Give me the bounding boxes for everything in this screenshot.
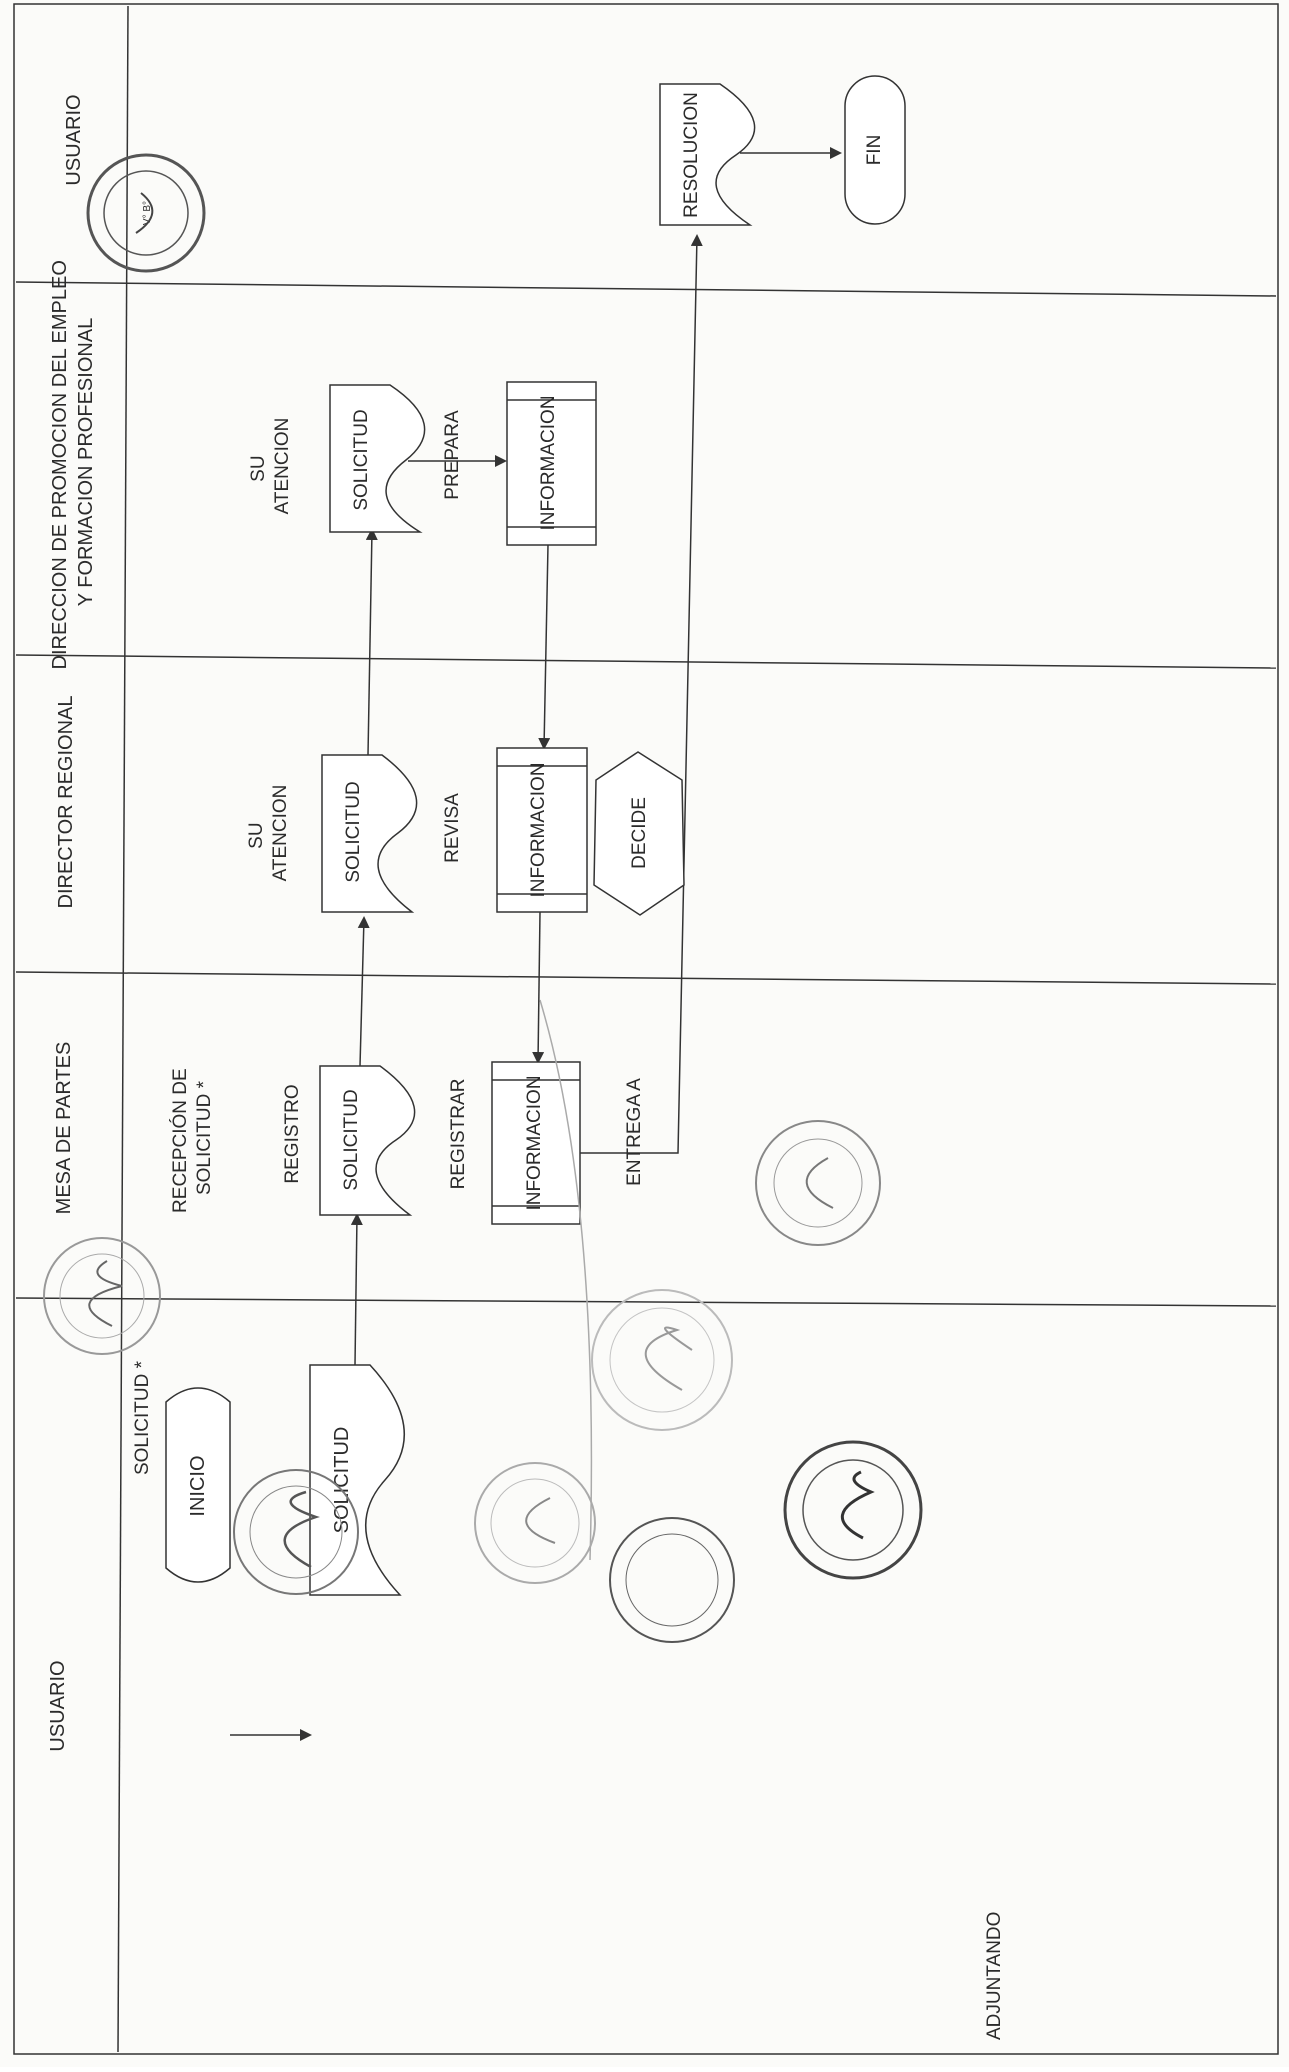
decide-hexagon: DECIDE: [593, 751, 685, 916]
stamps: V° B°: [43, 153, 923, 1643]
arrow-director-to-direccion: [365, 528, 378, 756]
decide-label: DECIDE: [629, 797, 650, 869]
fin-terminal: FIN: [844, 75, 906, 225]
swimlane-grid: [13, 3, 1279, 2055]
fin-label: FIN: [864, 135, 885, 166]
solicitud-director-label: SOLICITUD: [343, 781, 364, 882]
stamp-partial-bottom: [609, 1517, 735, 1643]
label-recepcion: RECEPCIÓN DE SOLICITUD *: [169, 1063, 215, 1213]
resolucion-document: RESOLUCION: [659, 83, 756, 226]
arrow-director-to-mesa-info: [532, 911, 545, 1064]
resolucion-label: RESOLUCION: [681, 92, 702, 218]
lane-divider-3: [15, 971, 1277, 985]
stamp-ministerio: [783, 1440, 923, 1580]
lane-divider-2: [15, 654, 1277, 669]
stamp-quinto: [233, 1469, 359, 1595]
stamp-hvca-small: [474, 1462, 596, 1584]
informacion-mesa-process: INFORMACION: [491, 1061, 581, 1225]
informacion-direccion-process: INFORMACION: [506, 381, 597, 546]
informacion-director-label: INFORMACION: [528, 762, 549, 897]
stamp-economico: [755, 1120, 881, 1246]
stamp-gerente-general: V° B°: [86, 153, 206, 273]
header-column-divider: [117, 5, 129, 2053]
lane-title-usuario-bottom: USUARIO: [47, 1660, 69, 1751]
lane-usuario-top: RESOLUCION FIN: [659, 75, 906, 226]
stamp-desarrollo: [43, 1237, 161, 1355]
lane-divider-4: [15, 1297, 1277, 1307]
solicitud-mesa-label: SOLICITUD: [341, 1089, 362, 1190]
label-su-atencion-director: SU ATENCION: [246, 785, 291, 882]
label-entrega: ENTREGA A: [624, 1078, 645, 1186]
lane-title-mesa: MESA DE PARTES: [53, 1042, 75, 1215]
informacion-mesa-label: INFORMACION: [524, 1075, 545, 1210]
signature-stroke: [539, 999, 593, 1561]
arrow-usuario-to-mesa: [350, 1213, 363, 1366]
lane-titles: USUARIO DIRECCION DE PROMOCION DEL EMPLE…: [47, 94, 97, 1751]
label-registro: REGISTRO: [282, 1084, 303, 1183]
inicio-terminal: INICIO: [165, 1387, 231, 1583]
solicitud-direccion-label: SOLICITUD: [351, 409, 372, 510]
label-su-atencion-direccion: SU ATENCION: [248, 418, 293, 515]
lane-usuario-bottom: SOLICITUD * INICIO SOLICITUD: [132, 1360, 406, 1596]
outer-frame: [13, 3, 1279, 2055]
solicitud-director-document: SOLICITUD: [321, 754, 418, 913]
svg-text:V° B°: V° B°: [142, 201, 153, 225]
inicio-label: INICIO: [187, 1455, 209, 1516]
stamp-planeamiento: [591, 1289, 733, 1431]
label-solicitud-star: SOLICITUD *: [132, 1360, 153, 1475]
lane-direccion: SU ATENCION SOLICITUD PREPARA INFORMACIO…: [248, 381, 597, 546]
arrow-entrega-to-resolucion: [580, 234, 703, 1154]
footer-text: ADJUNTANDO: [984, 1912, 1005, 2040]
lane-title-usuario-top: USUARIO: [63, 94, 85, 185]
lane-title-director: DIRECTOR REGIONAL: [55, 696, 77, 909]
informacion-director-process: INFORMACION: [496, 747, 588, 913]
label-prepara: PREPARA: [442, 410, 463, 500]
label-registrar: REGISTRAR: [448, 1079, 469, 1190]
lane-mesa: RECEPCIÓN DE SOLICITUD * REGISTRO SOLICI…: [169, 1061, 645, 1225]
label-revisa: REVISA: [442, 793, 463, 863]
informacion-direccion-label: INFORMACION: [538, 395, 559, 530]
lane-director: SU ATENCION SOLICITUD REVISA INFORMACION…: [246, 747, 685, 916]
arrow-mesa-to-director: [357, 916, 370, 1067]
connectors: [230, 147, 842, 1741]
arrow-direccion-to-director-info: [538, 544, 551, 750]
lane-title-direccion: DIRECCION DE PROMOCION DEL EMPLEO Y FORM…: [49, 255, 97, 670]
lane-divider-1: [15, 281, 1277, 297]
solicitud-direccion-document: SOLICITUD: [329, 384, 426, 533]
solicitud-usuario-label: SOLICITUD: [331, 1427, 353, 1534]
solicitud-usuario-document: SOLICITUD: [309, 1364, 406, 1596]
solicitud-mesa-document: SOLICITUD: [319, 1065, 416, 1216]
